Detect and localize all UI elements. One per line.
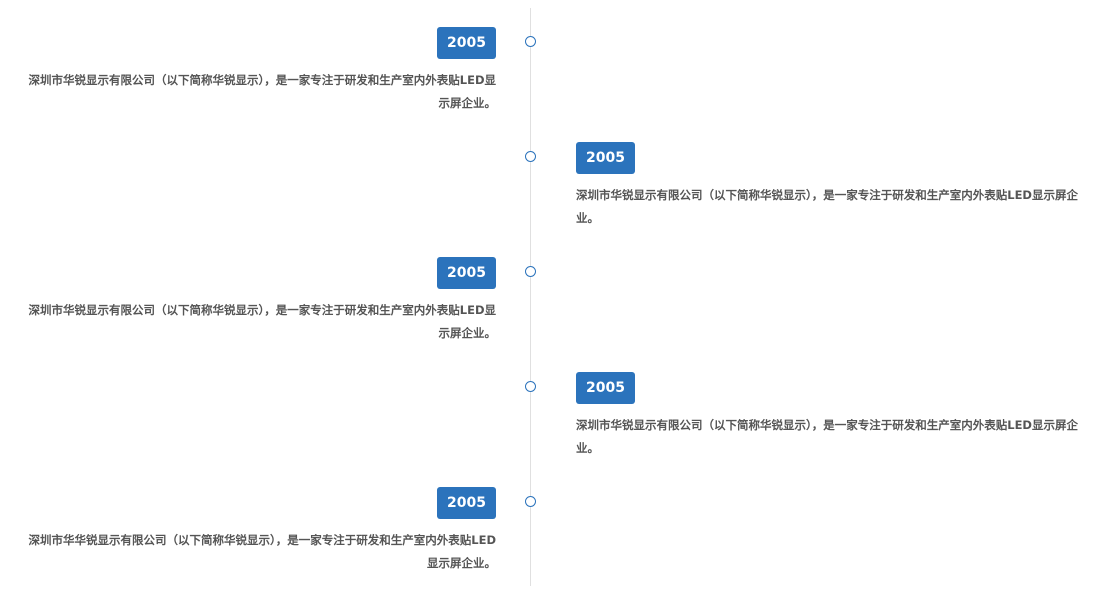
timeline-dot-icon <box>525 496 536 507</box>
year-badge: 2005 <box>437 27 496 59</box>
year-badge: 2005 <box>576 372 635 404</box>
timeline-dot-icon <box>525 266 536 277</box>
timeline-entry: 2005 深圳市华锐显示有限公司（以下简称华锐显示），是一家专注于研发和生产室内… <box>0 372 1100 472</box>
entry-description: 深圳市华锐显示有限公司（以下简称华锐显示），是一家专注于研发和生产室内外表贴LE… <box>28 73 496 110</box>
entry-description: 深圳市华锐显示有限公司（以下简称华锐显示），是一家专注于研发和生产室内外表贴LE… <box>576 188 1078 225</box>
year-badge: 2005 <box>437 487 496 519</box>
timeline-axis-line <box>530 8 531 586</box>
year-badge: 2005 <box>576 142 635 174</box>
timeline-entry: 2005 深圳市华锐显示有限公司（以下简称华锐显示），是一家专注于研发和生产室内… <box>0 257 1100 357</box>
year-badge: 2005 <box>437 257 496 289</box>
entry-description: 深圳市华锐显示有限公司（以下简称华锐显示），是一家专注于研发和生产室内外表贴LE… <box>576 418 1078 455</box>
timeline-entry: 2005 深圳市华锐显示有限公司（以下简称华锐显示），是一家专注于研发和生产室内… <box>0 27 1100 127</box>
timeline-entry: 2005 深圳市华华锐显示有限公司（以下简称华锐显示），是一家专注于研发和生产室… <box>0 487 1100 587</box>
entry-description: 深圳市华锐显示有限公司（以下简称华锐显示），是一家专注于研发和生产室内外表贴LE… <box>28 303 496 340</box>
timeline-dot-icon <box>525 151 536 162</box>
timeline-dot-icon <box>525 381 536 392</box>
entry-description: 深圳市华华锐显示有限公司（以下简称华锐显示），是一家专注于研发和生产室内外表贴L… <box>28 533 496 570</box>
timeline-dot-icon <box>525 36 536 47</box>
timeline-entry: 2005 深圳市华锐显示有限公司（以下简称华锐显示），是一家专注于研发和生产室内… <box>0 142 1100 242</box>
